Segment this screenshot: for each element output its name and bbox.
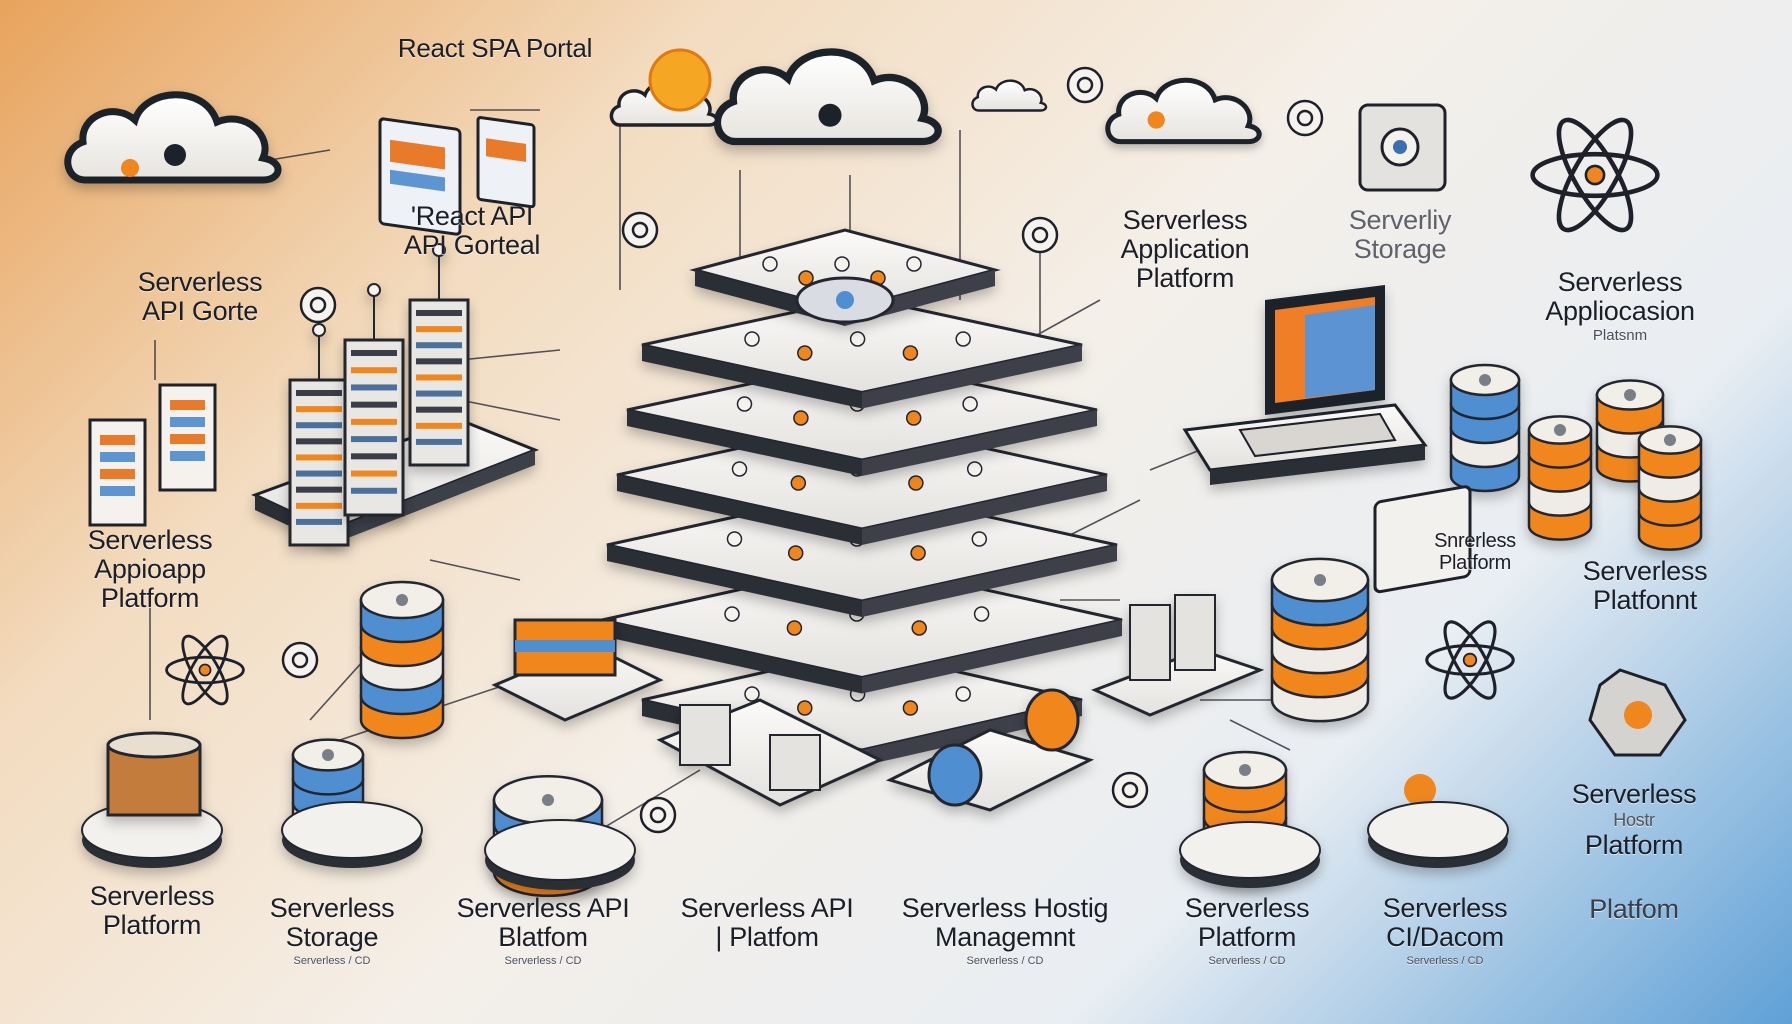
database-icon: [1637, 425, 1703, 551]
label-bottom-storage: Serverless Storage Serverless / CD: [269, 893, 395, 968]
label-bottom-platform-1: Serverless Platform: [89, 881, 215, 940]
badge-icon: [905, 410, 922, 426]
badge-icon: [797, 700, 813, 716]
pedestal: [281, 801, 423, 868]
badge-icon: [762, 256, 778, 272]
platform-tile: [601, 560, 1123, 694]
label-serverless-application-platform: Serverless Application Platform: [1120, 205, 1250, 293]
gear-icon: [1373, 485, 1687, 806]
database-icon: [1527, 415, 1593, 541]
label-react-api: 'React API API Gorteal: [403, 201, 541, 260]
badge-icon: [724, 606, 740, 622]
pedestal: [1367, 801, 1509, 868]
badge-icon: [834, 256, 850, 272]
cloud-icon: [717, 52, 938, 142]
storage-box-icon: [106, 731, 202, 817]
badge-icon: [793, 410, 809, 426]
server-rack-icon: [408, 243, 470, 467]
label-bottom-api-platform-1: Serverless API Blatfom Serverless / CD: [456, 893, 630, 968]
badge-icon: [798, 270, 814, 286]
badge-icon: [744, 686, 760, 702]
badge-icon: [908, 475, 924, 491]
database-icon: [359, 580, 445, 740]
label-serverless-platform-small: Snrerless Platform: [1434, 530, 1516, 574]
badge-icon: [786, 620, 803, 636]
label-far-platform: Platfom: [1589, 894, 1679, 924]
label-serverless-storage: Serverliy Storage: [1348, 205, 1452, 264]
badge-icon: [910, 545, 926, 561]
badge-icon: [955, 686, 971, 702]
pedestal: [484, 819, 636, 890]
bottom-pedestals: [81, 594, 1509, 890]
database-icon: [1270, 557, 1370, 723]
label-bottom-platform-2: Serverless Platform Serverless / CD: [1184, 893, 1310, 968]
label-right-application: Serverless Appliocasion Platsnm: [1545, 267, 1695, 344]
react-atom-icon: [1533, 111, 1658, 240]
badge-icon: [966, 461, 983, 477]
badge-icon: [736, 396, 753, 412]
platform-tile: [641, 295, 1083, 409]
badge-icon: [797, 345, 813, 361]
cloud-icon: [1108, 80, 1259, 141]
lock-icon: [1358, 103, 1447, 192]
server-rack-icon: [343, 283, 405, 517]
badge-icon: [902, 345, 919, 361]
server-block-icon: [491, 594, 1265, 722]
server-rack-icon: [288, 243, 470, 547]
database-icon: [291, 363, 1703, 898]
badge-icon: [731, 461, 748, 477]
badge-icon: [911, 620, 927, 636]
portal-screen-icon: [378, 116, 536, 236]
label-bottom-cicd: Serverless CI/Dacom Serverless / CD: [1382, 893, 1508, 968]
label-serverless-api: Serverless API Gorte: [137, 267, 263, 326]
sun-icon: [648, 48, 712, 112]
server-rack-icon: [288, 323, 350, 547]
badge-icon: [849, 331, 866, 347]
label-right-platform: Serverless Platfonnt: [1582, 556, 1708, 615]
laptop-icon: [1182, 285, 1428, 485]
badge-icon: [790, 475, 807, 491]
report-icon: [88, 383, 217, 527]
label-hosting-platform: Serverless Hostr Platform: [1571, 779, 1697, 860]
pedestal: [1179, 821, 1321, 888]
badge-icon: [787, 545, 804, 561]
cloud-icon: [68, 95, 278, 180]
badge-icon: [973, 606, 990, 622]
label-bottom-api-platform-2: Serverless API | Platfom: [680, 893, 854, 952]
label-bottom-hosting-management: Serverless Hostig Managemnt Serverless /…: [901, 893, 1109, 968]
badge-icon: [902, 700, 919, 716]
react-atom-icon: [1425, 613, 1515, 707]
connector-lines: [149, 100, 1291, 831]
badge-icon: [955, 331, 971, 347]
database-icon: [1449, 363, 1521, 493]
mini-server-icon: [656, 688, 1095, 812]
central-platform-stack: [601, 228, 1123, 766]
badge-icon: [906, 256, 922, 272]
cloud-icon: [971, 79, 1048, 112]
badge-icon: [726, 531, 743, 547]
label-react-spa-portal: React SPA Portal: [397, 33, 593, 63]
badge-icon: [962, 396, 978, 412]
label-left-platform: Serverless Appioapp Platform: [87, 525, 213, 613]
badge-icon: [744, 331, 760, 347]
platform-tile: [626, 358, 1098, 476]
badge-icon: [971, 531, 988, 547]
react-atom-icon: [165, 628, 245, 712]
database-icon: [1595, 379, 1665, 483]
